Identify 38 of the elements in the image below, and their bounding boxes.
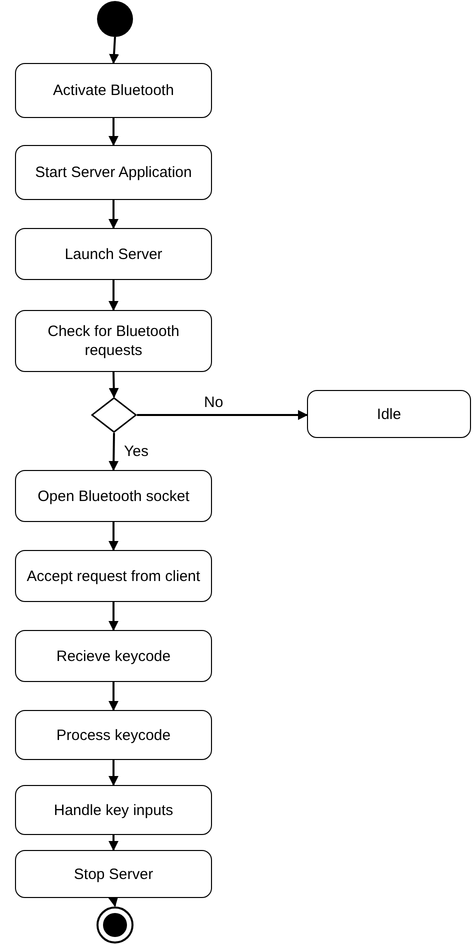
activity-box: [15, 550, 212, 602]
arrow: [108, 432, 119, 471]
activity-label: Idle: [376, 404, 402, 424]
activity-label: Open Bluetooth socket: [38, 486, 190, 506]
activity-label: Process keycode: [56, 726, 171, 744]
activity-box: [15, 710, 212, 760]
activity-label: Check for Bluetooth requests: [46, 322, 180, 360]
activity-label: Stop Server: [74, 864, 154, 884]
arrow: [108, 118, 118, 146]
arrow: [108, 372, 119, 398]
arrow: [108, 280, 118, 311]
arrow: [108, 522, 118, 551]
activity-box: [15, 228, 212, 280]
activity-box: [15, 63, 212, 118]
activity-label: Handle key inputs: [54, 800, 174, 820]
activity-label: Activate Bluetooth: [53, 81, 174, 100]
end-node: [96, 906, 134, 944]
arrow: [108, 896, 118, 907]
activity-box: [15, 470, 212, 522]
arrow: [108, 760, 118, 786]
arrow: [109, 36, 119, 64]
decision-diamond: [91, 397, 137, 433]
activity-box: [15, 785, 212, 835]
activity-label: Launch Server: [64, 244, 162, 264]
activity-label: Accept request from client: [26, 566, 200, 586]
activity-box: [15, 630, 212, 682]
activity-box: [307, 390, 471, 438]
start-node: [97, 1, 133, 37]
arrow: [137, 410, 308, 420]
activity-box: [15, 850, 212, 898]
arrow: [108, 200, 118, 229]
arrow: [108, 835, 118, 851]
arrow: [108, 602, 118, 631]
activity-label: Recieve keycode: [56, 646, 171, 666]
activity-label: Start Server Application: [35, 163, 192, 182]
activity-box: [15, 310, 212, 372]
arrow: [108, 682, 118, 711]
activity-box: [15, 145, 212, 200]
